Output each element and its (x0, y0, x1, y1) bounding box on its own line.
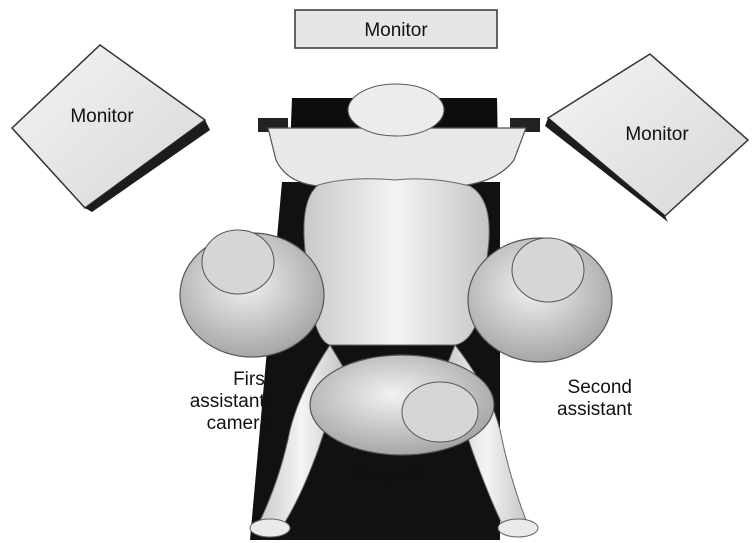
surgeon-label: Surgeon (330, 464, 450, 486)
monitor-top-label: Monitor (296, 20, 496, 42)
surgeon-figure (310, 355, 494, 455)
monitor-right-label: Monitor (592, 124, 722, 146)
monitor-left (12, 45, 210, 212)
monitor-left-label: Monitor (42, 106, 162, 128)
first-assistant-label: First assistant/ camera (160, 369, 270, 435)
second-assistant-label: Second assistant (522, 377, 632, 421)
second-assistant-figure (468, 238, 612, 362)
